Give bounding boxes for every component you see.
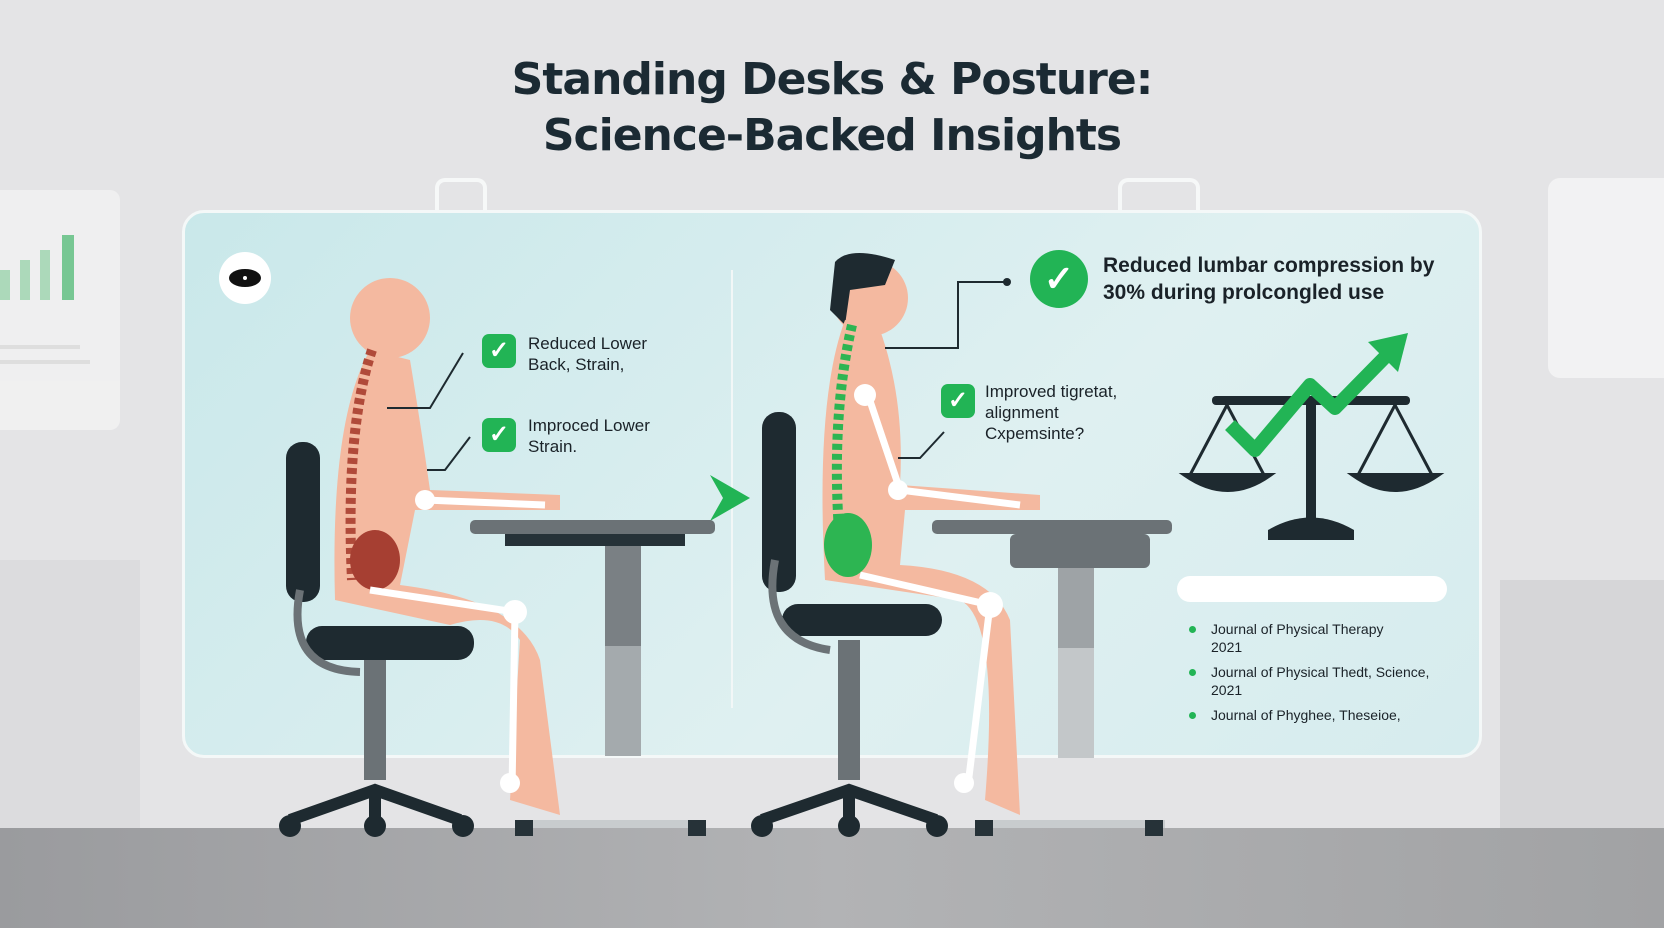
claim-text: alignment xyxy=(985,403,1059,422)
reference-search-bar[interactable] xyxy=(1177,576,1447,602)
background-document-card xyxy=(1548,178,1664,378)
background-cabinet-left xyxy=(0,560,140,830)
claim-text: Strain. xyxy=(528,437,578,456)
background-cabinet-right xyxy=(1500,580,1664,830)
claim-text: Cxpemsinte? xyxy=(985,424,1085,443)
claim-text: Improced Lower xyxy=(528,416,650,435)
title-line-2: Science-Backed Insights xyxy=(542,110,1122,161)
reference-item: Journal of Phyghee, Theseioe, xyxy=(1187,706,1447,724)
check-circle-icon: ✓ xyxy=(1030,250,1088,308)
claim-text: Reduced Lower xyxy=(528,334,648,353)
background-chart-card xyxy=(0,190,120,430)
right-body xyxy=(822,252,1040,815)
left-claim-2: Improced Lower Strain. xyxy=(528,415,650,457)
panel-handle-left xyxy=(435,178,487,212)
trend-up-arrow-icon xyxy=(1225,347,1395,457)
panel-handle-right xyxy=(1118,178,1200,212)
check-icon: ✓ xyxy=(941,384,975,418)
reference-item: Journal of Physical Thedt, Science,2021 xyxy=(1187,663,1447,699)
floor xyxy=(0,828,1664,928)
right-chair xyxy=(751,412,948,837)
check-icon: ✓ xyxy=(482,418,516,452)
check-icon: ✓ xyxy=(482,334,516,368)
bar-chart-icon xyxy=(0,235,90,364)
main-claim: Reduced lumbar compression by 30% during… xyxy=(1103,252,1434,306)
claim-text: Reduced lumbar compression by xyxy=(1103,254,1435,277)
claim-text: Back, Strain, xyxy=(528,355,625,374)
right-desk xyxy=(932,520,1172,836)
page-title: Standing Desks & Posture: Science-Backed… xyxy=(0,52,1664,164)
arrow-right-icon xyxy=(710,475,750,521)
left-desk xyxy=(470,520,715,836)
secondary-claim: Improved tigretat, alignment Cxpemsinte? xyxy=(985,381,1117,444)
eye-icon xyxy=(219,252,271,304)
claim-text: 30% during prolcongled use xyxy=(1103,281,1385,304)
claim-text: Improved tigretat, xyxy=(985,382,1118,401)
left-claim-1: Reduced Lower Back, Strain, xyxy=(528,333,647,375)
title-line-1: Standing Desks & Posture: xyxy=(511,54,1154,105)
left-chair xyxy=(279,442,474,837)
left-body xyxy=(334,278,560,815)
scale-icon xyxy=(1178,396,1445,540)
